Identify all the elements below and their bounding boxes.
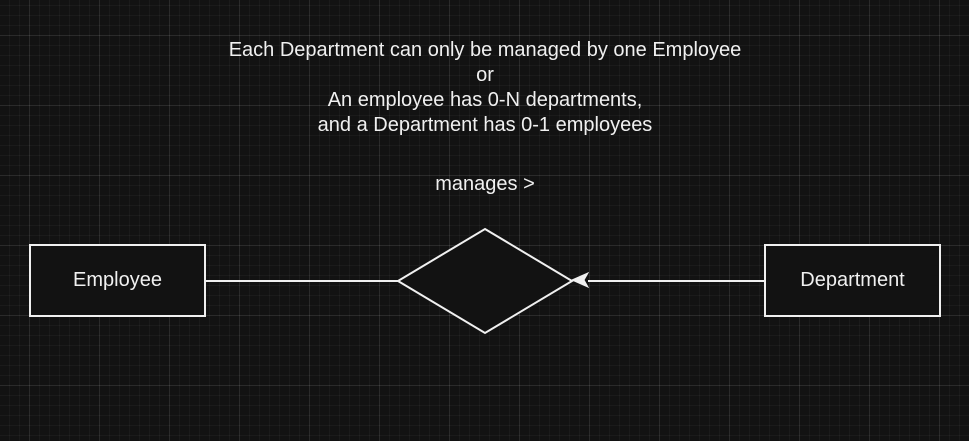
employee-entity-label: Employee bbox=[73, 269, 162, 291]
relationship-label: manages > bbox=[435, 173, 535, 195]
note-line-4: and a Department has 0-1 employees bbox=[317, 114, 653, 136]
employee-entity[interactable]: Employee bbox=[29, 244, 206, 317]
relationship-diamond bbox=[396, 227, 574, 335]
note-line-3: An employee has 0-N departments, bbox=[327, 89, 643, 111]
department-entity[interactable]: Department bbox=[764, 244, 941, 317]
cardinality-note: Each Department can only be managed by o… bbox=[185, 38, 785, 138]
relationship-arrowhead bbox=[570, 271, 590, 289]
note-line-2: or bbox=[476, 64, 494, 86]
department-entity-label: Department bbox=[800, 269, 905, 291]
note-line-1: Each Department can only be managed by o… bbox=[228, 39, 742, 61]
